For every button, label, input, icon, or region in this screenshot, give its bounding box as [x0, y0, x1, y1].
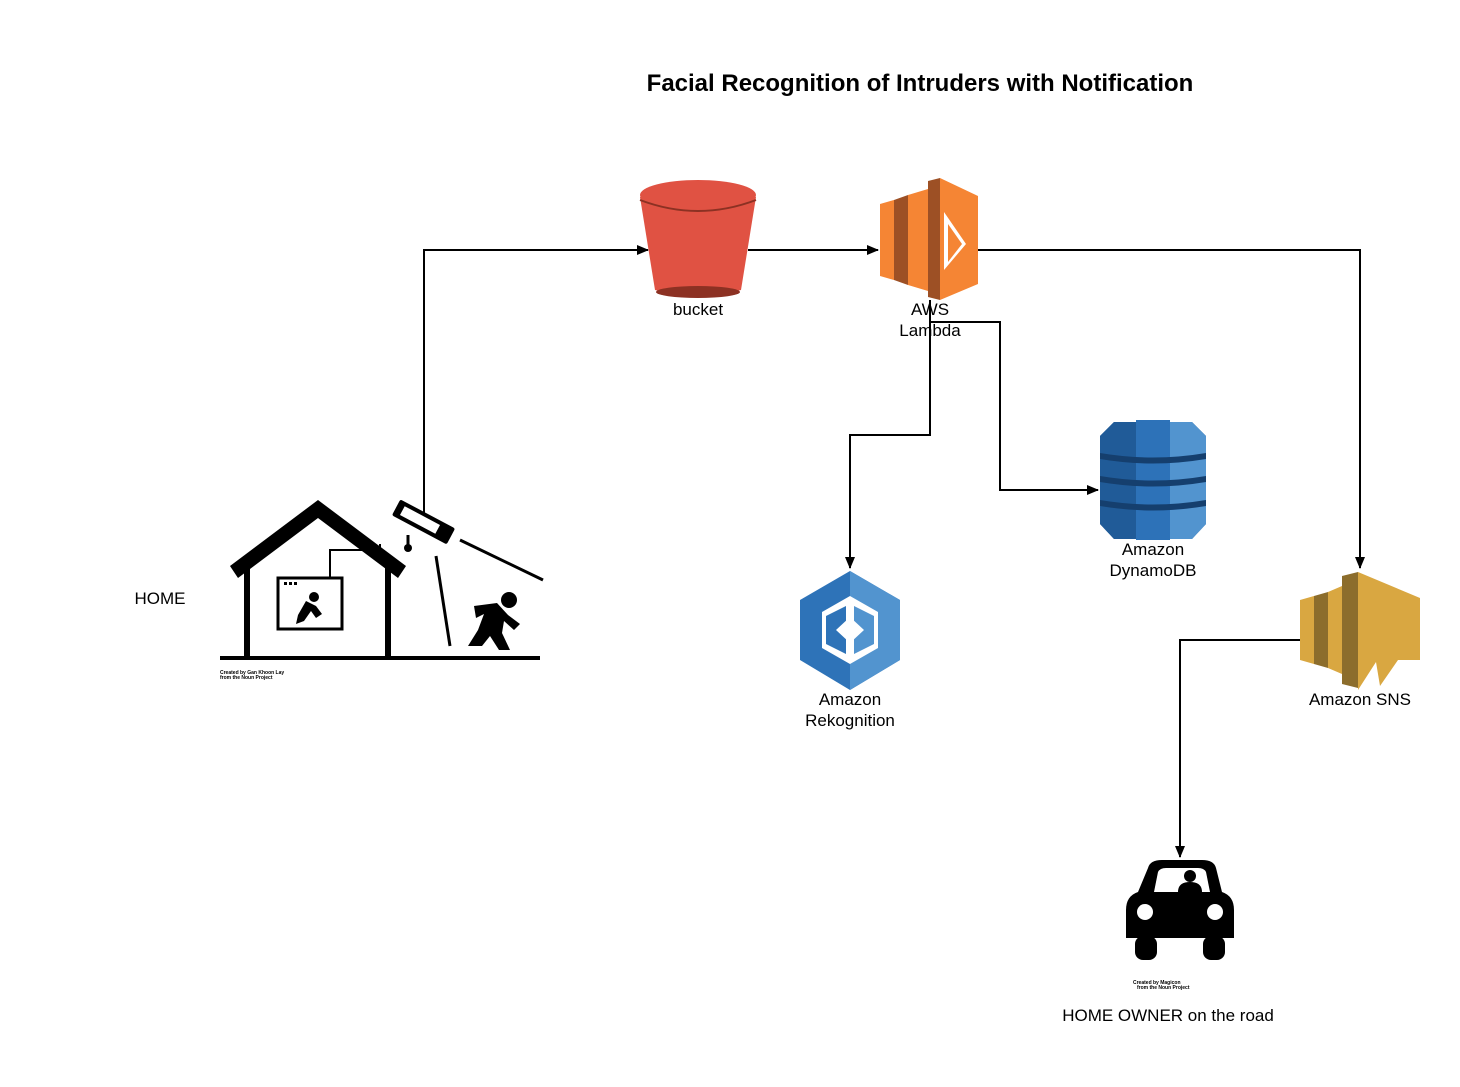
- sns-icon: [1300, 572, 1420, 690]
- rekognition-label-line1: Amazon: [818, 690, 882, 709]
- connector-lambda-to-rekognition: [845, 300, 931, 569]
- sns-label: Amazon SNS: [1308, 690, 1412, 709]
- owner-credit-line2: from the Noun Project: [1137, 985, 1190, 991]
- home-credit-line1: Created by Gan Khoon Lay: [220, 670, 285, 676]
- owner-label: HOME OWNER on the road: [1062, 1006, 1274, 1025]
- owner-credit-line1: Created by Magicon: [1133, 980, 1181, 986]
- home-label: HOME: [134, 589, 186, 608]
- rekognition-label-line2: Rekognition: [805, 711, 895, 730]
- bucket-label: bucket: [672, 300, 724, 319]
- dynamodb-icon: [1100, 420, 1206, 540]
- connector-lambda-to-dynamodb: [930, 321, 1099, 495]
- lambda-label-line2: Lambda: [899, 321, 961, 340]
- connector-lambda-to-sns: [978, 249, 1365, 569]
- diagram-title: Facial Recognition of Intruders with Not…: [646, 70, 1194, 97]
- connector-sns-to-owner: [1175, 639, 1300, 858]
- home-illustration-icon: [220, 500, 544, 660]
- home-credit-line2: from the Noun Project: [220, 675, 273, 681]
- car-icon: [1126, 860, 1234, 960]
- rekognition-icon: [800, 571, 900, 690]
- connectors: [423, 245, 1365, 858]
- lambda-icon: [880, 178, 978, 300]
- lambda-label-line1: AWS: [910, 300, 950, 319]
- dynamodb-label-line2: DynamoDB: [1109, 561, 1197, 580]
- dynamodb-label-line1: Amazon: [1121, 540, 1185, 559]
- s3-bucket-icon: [639, 180, 757, 298]
- connector-home-to-bucket: [423, 245, 649, 520]
